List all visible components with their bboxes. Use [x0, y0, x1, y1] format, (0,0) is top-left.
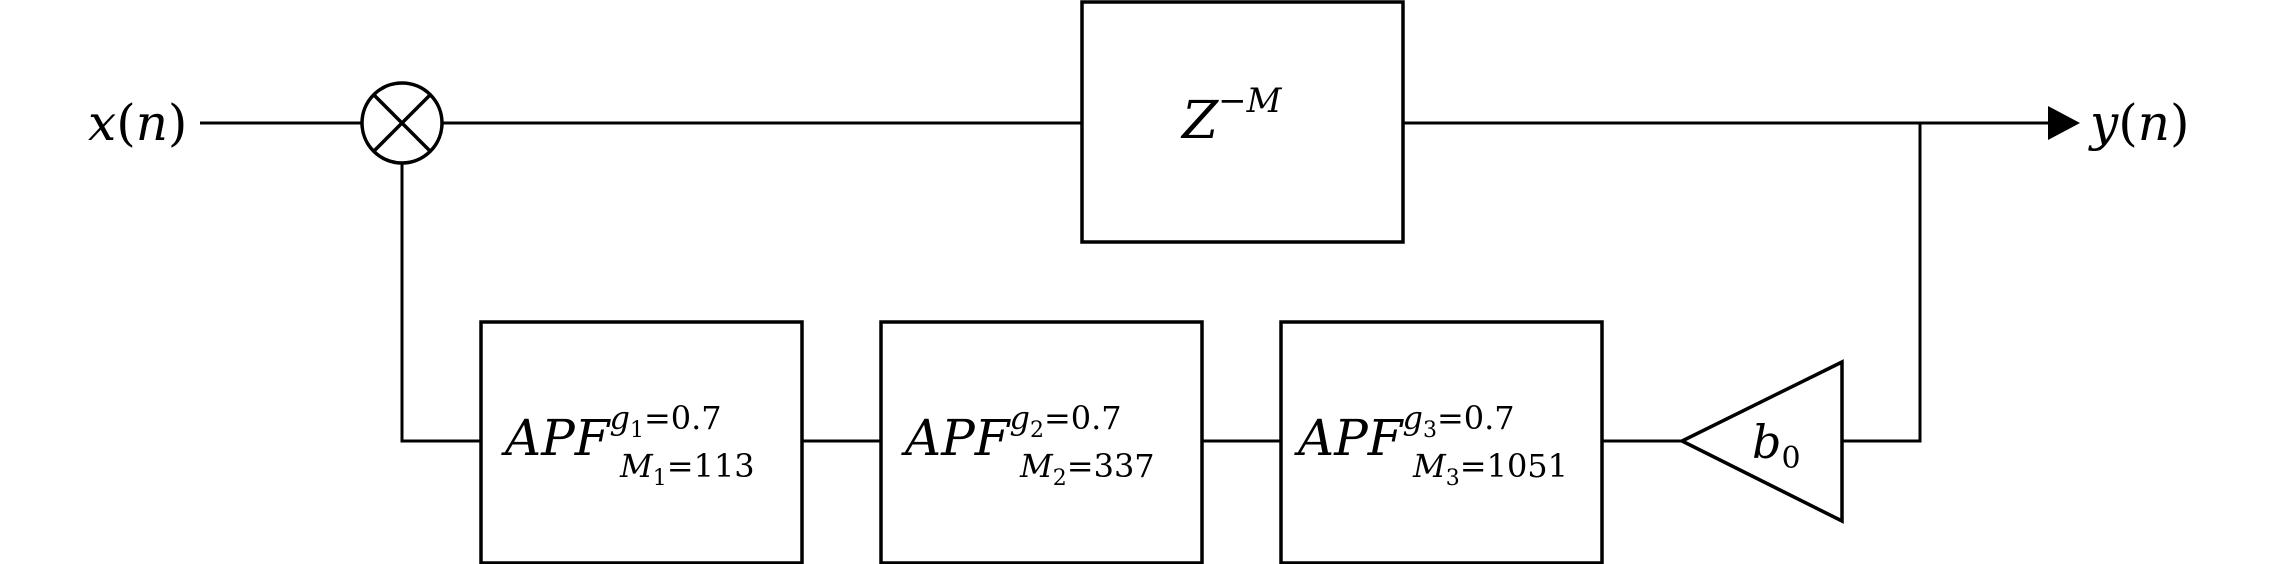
- apf-block-1: APFg1=0.7 M1=113: [479, 320, 804, 564]
- arrowhead-icon: [2048, 106, 2080, 140]
- multiplier-icon: [360, 81, 444, 165]
- apf-sub-3: M3=1051: [1412, 447, 1568, 491]
- apf-sub-1: M1=113: [619, 447, 755, 491]
- apf-block-2: APFg2=0.7 M2=337: [879, 320, 1204, 564]
- apf-label-3: APFg3=0.7: [1294, 399, 1515, 467]
- gain-label: b0: [1752, 415, 1801, 476]
- gain-triangle-icon: b0: [1678, 359, 1844, 524]
- wire-apf1-to-mult: [400, 163, 481, 443]
- apf-label-2: APFg2=0.7: [901, 399, 1122, 467]
- delay-label: Z−M: [1180, 81, 1283, 151]
- signal-wires: [200, 121, 2052, 443]
- apf-sub-2: M2=337: [1019, 447, 1155, 491]
- wire-feedback-tap: [1842, 123, 1922, 443]
- delay-block: Z−M: [1080, 0, 1405, 244]
- apf-block-3: APFg3=0.7 M3=1051: [1279, 320, 1604, 564]
- apf-label-1: APFg1=0.7: [501, 399, 722, 467]
- output-signal-label: y(n): [2088, 94, 2189, 152]
- input-signal-label: x(n): [88, 94, 187, 152]
